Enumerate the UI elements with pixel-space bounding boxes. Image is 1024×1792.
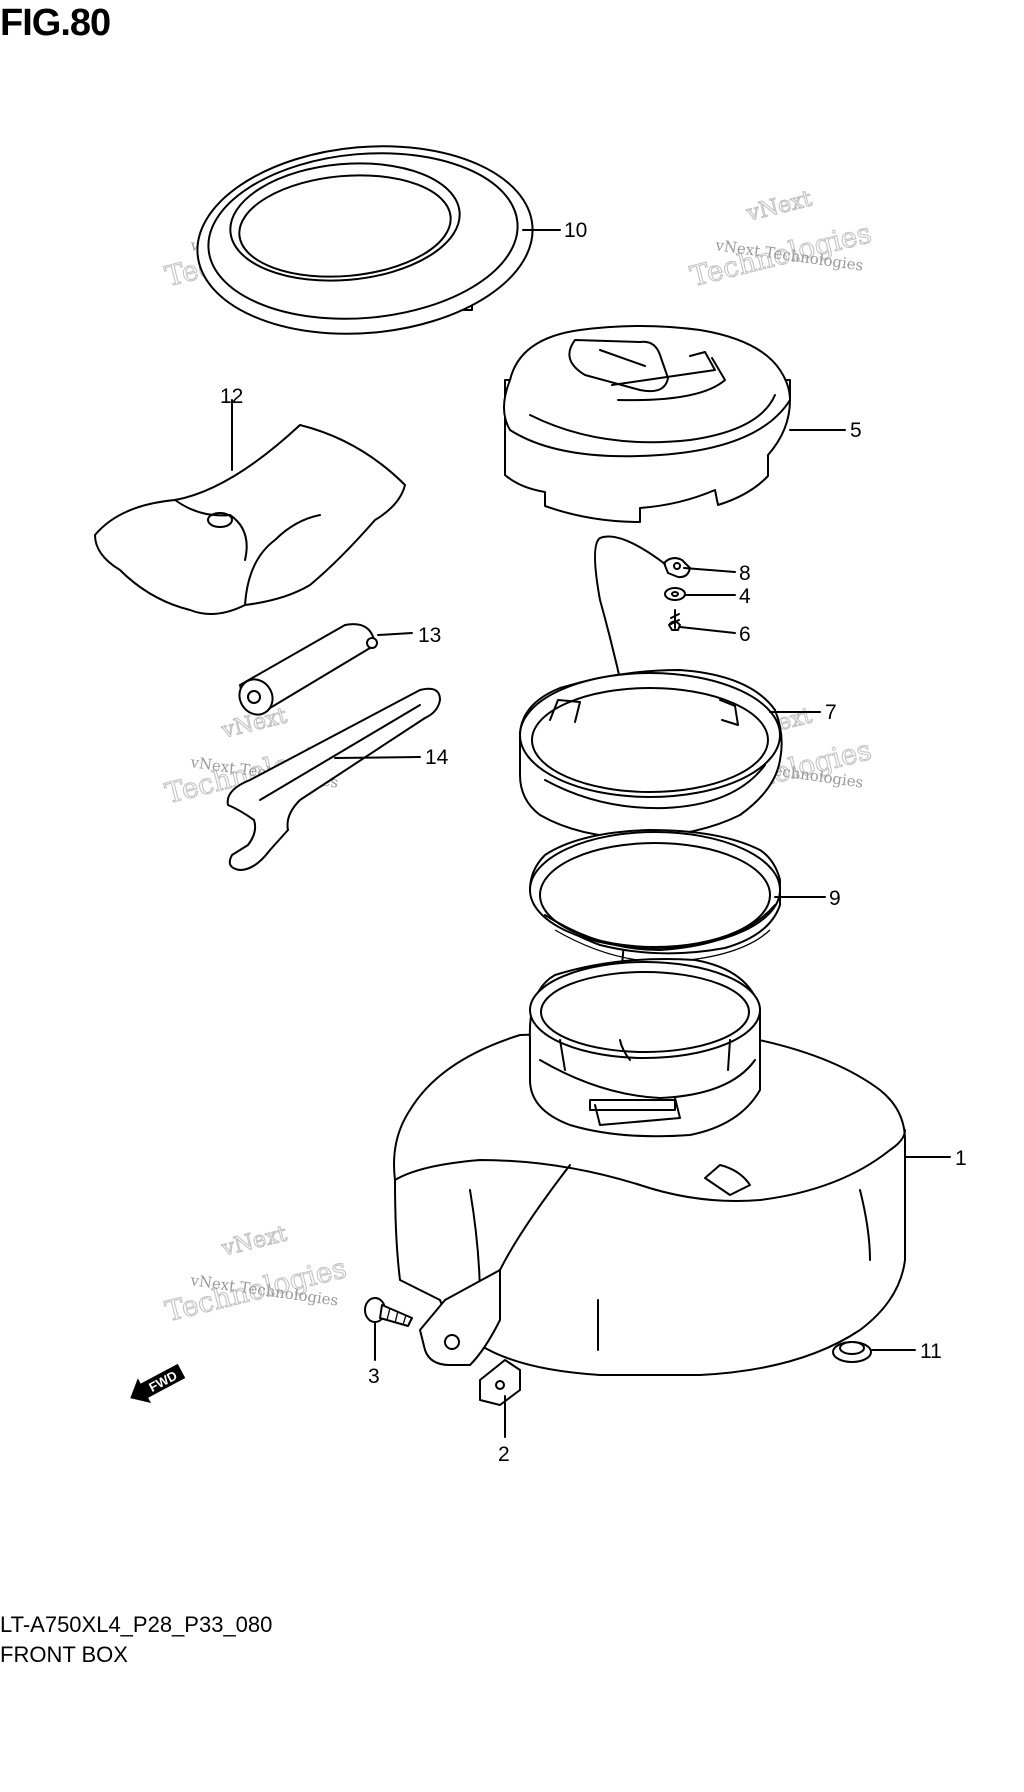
strap-cord-end [619, 1039, 631, 1061]
part-6-screw[interactable] [668, 609, 681, 631]
part-3-screw[interactable] [364, 1297, 413, 1327]
fwd-arrow-icon: FWD [130, 1363, 186, 1403]
svg-text:vNext: vNext [218, 1221, 289, 1261]
part-10-gasket[interactable] [190, 133, 541, 348]
part-12-cloth-bag[interactable] [94, 424, 406, 615]
part-7-lock-ring[interactable] [518, 669, 783, 839]
part-14-spanner[interactable] [226, 687, 441, 871]
callout-5: 5 [850, 419, 862, 442]
part-4-washer[interactable] [664, 587, 686, 601]
part-5-cap[interactable] [503, 325, 791, 523]
callout-10: 10 [564, 219, 587, 242]
callout-2: 2 [498, 1443, 510, 1466]
leader-lines [231, 229, 951, 1438]
callout-7: 7 [825, 701, 837, 724]
svg-text:vNext: vNext [743, 186, 814, 226]
callout-labels: 10 5 12 8 4 6 13 7 14 9 1 11 3 2 [220, 219, 967, 1466]
callout-6: 6 [739, 623, 751, 646]
figure-code: LT-A750XL4_P28_P33_080 [0, 1612, 273, 1637]
figure-title: FIG.80 [0, 2, 111, 44]
watermark: Technologies vNext vNext Technologies [686, 186, 875, 294]
callout-9: 9 [829, 887, 841, 910]
callout-8: 8 [739, 562, 751, 585]
callout-12: 12 [220, 385, 243, 408]
callout-1: 1 [955, 1147, 967, 1170]
callout-3: 3 [368, 1365, 380, 1388]
fwd-label: FWD [146, 1368, 179, 1395]
part-11-grommet[interactable] [832, 1341, 872, 1363]
part-9-threaded-ring[interactable] [529, 829, 781, 963]
callout-4: 4 [739, 585, 751, 608]
callout-11: 11 [920, 1340, 942, 1363]
part-1-front-box[interactable] [393, 958, 906, 1376]
callout-13: 13 [418, 624, 441, 647]
watermark: Technologies vNext vNext Technologies [161, 1221, 350, 1329]
part-2-clip[interactable] [479, 1359, 521, 1406]
part-13-roll[interactable] [233, 623, 378, 720]
figure-name: FRONT BOX [0, 1642, 128, 1667]
callout-14: 14 [425, 746, 449, 769]
